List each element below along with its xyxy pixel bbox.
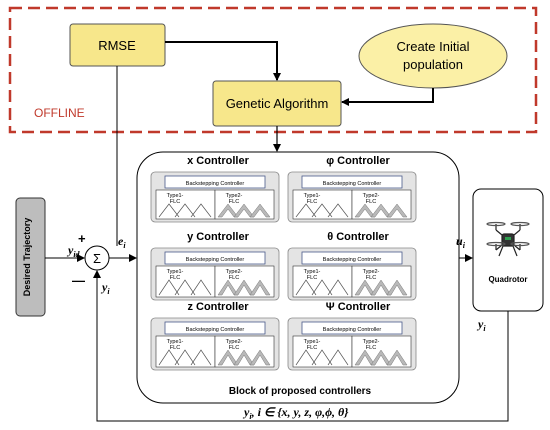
initial-population-line2: population <box>403 57 463 72</box>
backstepping-label: Backstepping Controller <box>186 181 245 187</box>
type1-flc-box <box>292 335 353 368</box>
type2-flc-label: FLC <box>366 345 376 351</box>
type2-label: Type2- <box>226 193 243 199</box>
controller-title: z Controller <box>187 301 249 313</box>
desired-trajectory-label: Desired Trajectory <box>22 218 32 297</box>
type2-membership-icon <box>249 279 271 296</box>
type2-label: Type2- <box>226 269 243 275</box>
type1-membership-icon <box>158 203 212 218</box>
type2-membership-icon <box>386 279 408 296</box>
type2-label: Type2- <box>226 339 243 345</box>
controller-title: φ Controller <box>326 155 390 167</box>
type1-flc-box <box>292 265 353 298</box>
quadrotor-box <box>472 188 544 312</box>
rmse-label: RMSE <box>98 38 136 53</box>
type1-membership-icon <box>295 279 349 296</box>
backstepping-label: Backstepping Controller <box>323 327 382 333</box>
u-i-label: ui <box>456 234 466 250</box>
type1-membership-icon <box>158 279 212 296</box>
y-id-label: yid <box>66 243 81 259</box>
block-caption: Block of proposed controllers <box>229 386 372 397</box>
type1-label: Type1- <box>167 193 184 199</box>
type2-flc-label: FLC <box>229 275 239 281</box>
e-i-label: ei <box>118 234 126 250</box>
type2-label: Type2- <box>363 339 380 345</box>
backstepping-label: Backstepping Controller <box>186 327 245 333</box>
type1-membership-icon <box>295 349 349 366</box>
backstepping-box <box>301 321 403 335</box>
type1-membership-icon <box>158 349 212 366</box>
feedback-line <box>93 270 509 422</box>
arrow-population-to-ga <box>341 88 434 106</box>
type2-flc-label: FLC <box>229 199 239 205</box>
type1-label: Type1- <box>304 193 321 199</box>
type1-label: Type1- <box>304 339 321 345</box>
type1-flc-box <box>155 265 216 298</box>
backstepping-box <box>301 175 403 189</box>
backstepping-label: Backstepping Controller <box>323 257 382 263</box>
type2-label: Type2- <box>363 193 380 199</box>
type1-flc-label: FLC <box>170 199 180 205</box>
backstepping-box <box>164 251 266 265</box>
type1-label: Type1- <box>167 269 184 275</box>
type1-flc-label: FLC <box>307 199 317 205</box>
controller-title: x Controller <box>187 155 249 167</box>
controller-title: θ Controller <box>327 231 389 243</box>
controller-title: y Controller <box>187 231 249 243</box>
type1-flc-label: FLC <box>170 345 180 351</box>
backstepping-box <box>164 175 266 189</box>
type2-membership-icon <box>386 349 408 366</box>
initial-population-ellipse <box>358 23 508 89</box>
type1-label: Type1- <box>167 339 184 345</box>
type2-membership-icon <box>249 203 271 218</box>
minus-sign: — <box>72 273 85 288</box>
offline-region <box>8 6 538 134</box>
type1-flc-label: FLC <box>307 275 317 281</box>
type2-flc-label: FLC <box>229 345 239 351</box>
genetic-algorithm-label: Genetic Algorithm <box>226 96 329 111</box>
plus-sign: + <box>78 231 86 246</box>
backstepping-box <box>164 321 266 335</box>
sigma-symbol: Σ <box>93 251 101 266</box>
type2-flc-label: FLC <box>366 275 376 281</box>
type1-membership-icon <box>295 203 349 218</box>
type2-membership-icon <box>249 349 271 366</box>
type1-label: Type1- <box>304 269 321 275</box>
type2-membership-icon <box>386 203 408 218</box>
type1-flc-box <box>155 335 216 368</box>
type2-flc-label: FLC <box>366 199 376 205</box>
backstepping-label: Backstepping Controller <box>323 181 382 187</box>
initial-population-line1: Create Initial <box>397 39 470 54</box>
drone-icon <box>486 221 530 257</box>
quadrotor-label: Quadrotor <box>488 275 527 284</box>
desired-trajectory-box <box>15 197 46 317</box>
offline-label: OFFLINE <box>34 106 85 120</box>
feedback-label: yi, i ∈ {x, y, z, φ,ϕ, θ} <box>242 405 349 421</box>
backstepping-box <box>301 251 403 265</box>
backstepping-label: Backstepping Controller <box>186 257 245 263</box>
type1-flc-label: FLC <box>170 275 180 281</box>
controller-title: Ψ Controller <box>326 301 391 313</box>
arrow-rmse-to-ga <box>165 41 281 81</box>
y-i-label-left: yi <box>100 280 110 296</box>
type1-flc-label: FLC <box>307 345 317 351</box>
type2-label: Type2- <box>363 269 380 275</box>
y-i-label-right: yi <box>476 317 486 333</box>
